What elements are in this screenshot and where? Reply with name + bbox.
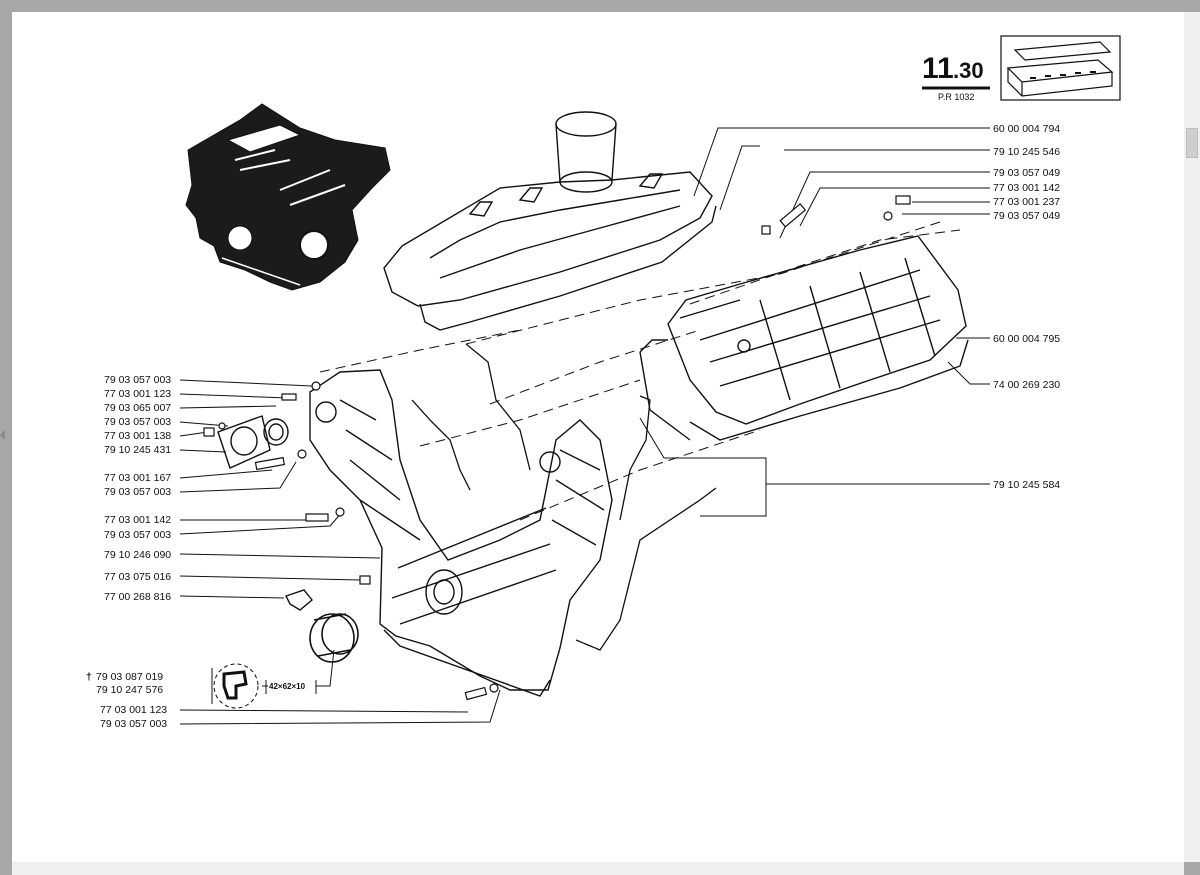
seal-dimension-label: 42×62×10	[269, 682, 306, 691]
page-number-sub: .30	[953, 58, 984, 83]
page-number-main: 11	[922, 52, 954, 85]
oil-seal-part	[309, 613, 359, 663]
callout-right-1: 60 00 004 794	[993, 123, 1060, 135]
right-callouts: 60 00 004 794 79 10 245 546 79 03 057 04…	[993, 123, 1060, 491]
vertical-scrollbar[interactable]	[1184, 12, 1200, 862]
callout-right-3: 79 03 057 049	[993, 167, 1060, 179]
callout-left-14: 79 03 087 019	[96, 671, 163, 683]
engine-block-part	[309, 369, 613, 697]
callout-left-10: 79 03 057 003	[104, 529, 171, 541]
callout-left-6: 79 10 245 431	[104, 444, 171, 456]
callout-right-4: 77 03 001 142	[993, 182, 1060, 194]
leader-lines-left	[179, 379, 501, 725]
left-callouts: 79 03 057 003 77 03 001 123 79 03 065 00…	[86, 374, 317, 730]
horizontal-scrollbar[interactable]	[12, 862, 1184, 875]
page-ref: P.R 1032	[938, 92, 974, 102]
sensor-bracket-part	[285, 589, 313, 611]
callout-right-5: 77 03 001 237	[993, 196, 1060, 208]
callout-left-17: 79 03 057 003	[100, 718, 167, 730]
upper-cover-part	[383, 111, 717, 331]
callout-left-12: 77 03 075 016	[104, 571, 171, 583]
callout-left-13: 77 00 268 816	[104, 591, 171, 603]
callout-left-1: 79 03 057 003	[104, 374, 171, 386]
callout-right-6: 79 03 057 049	[993, 210, 1060, 222]
callout-right-2: 79 10 245 546	[993, 146, 1060, 158]
thumbnail-box	[1000, 35, 1121, 101]
callout-right-9: 79 10 245 584	[993, 479, 1060, 491]
callout-left-3: 79 03 065 007	[104, 402, 171, 414]
leader-lines-right	[639, 127, 990, 517]
seal-plate-part	[217, 415, 289, 469]
engine-overview-icon	[185, 103, 391, 291]
scrollbar-thumb[interactable]	[1186, 128, 1198, 158]
callout-left-5: 77 03 001 138	[104, 430, 171, 442]
callout-left-15: 79 10 247 576	[96, 684, 163, 696]
leader-lines-dashed	[319, 221, 961, 521]
callout-marker: †	[86, 671, 92, 683]
callout-right-7: 60 00 004 795	[993, 333, 1060, 345]
callout-left-11: 79 10 246 090	[104, 549, 171, 561]
callout-left-9: 77 03 001 142	[104, 514, 171, 526]
callout-right-8: 74 00 269 230	[993, 379, 1060, 391]
callout-left-4: 79 03 057 003	[104, 416, 171, 428]
callout-left-7: 77 03 001 167	[104, 472, 171, 484]
cover-thumbnail-icon	[1006, 41, 1114, 97]
hardware-bolts	[203, 195, 911, 701]
callout-left-2: 77 03 001 123	[104, 388, 171, 400]
callout-left-8: 79 03 057 003	[104, 486, 171, 498]
page-number-block: 11 .30 P.R 1032	[922, 35, 1121, 102]
page-prev-arrow-icon[interactable]	[0, 430, 5, 440]
valve-cover-part	[639, 235, 969, 441]
seal-detail-circle	[211, 649, 335, 709]
callout-left-16: 77 03 001 123	[100, 704, 167, 716]
gaskets	[411, 343, 717, 651]
